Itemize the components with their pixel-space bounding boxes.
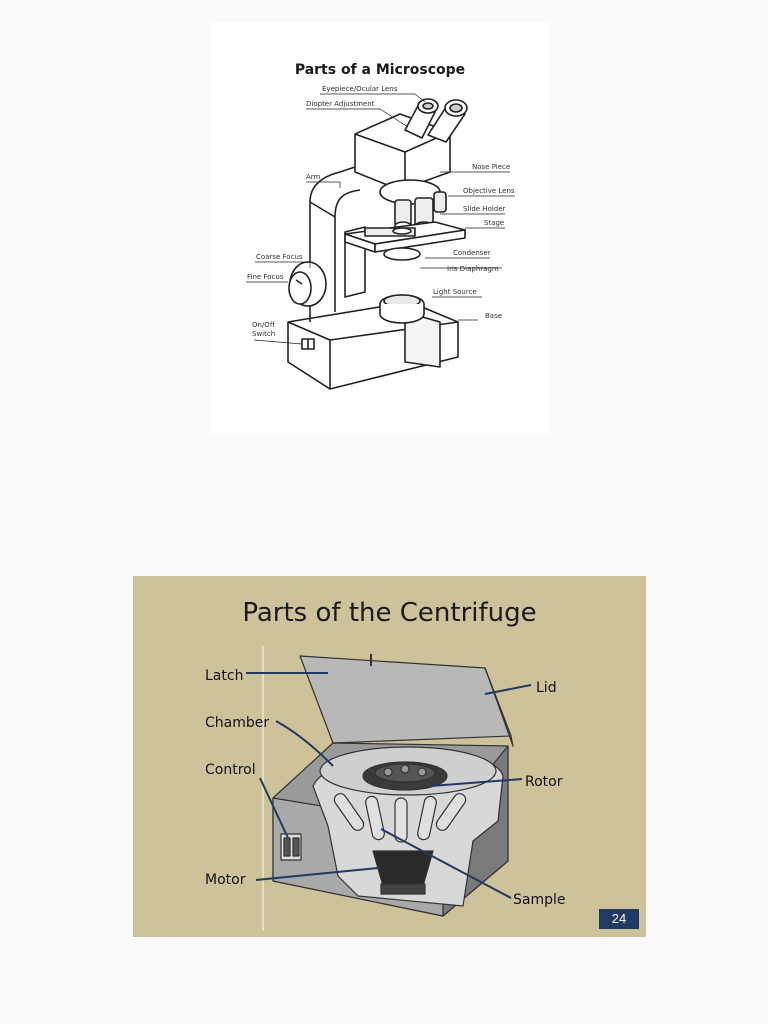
microscope-panel: Parts of a Microscope (210, 22, 550, 435)
centrifuge-panel: Parts of the Centrifuge (133, 576, 646, 937)
sample-label: Sample (513, 892, 566, 908)
base-label: Base (485, 312, 502, 320)
slide-holder-label: Slide Holder (463, 205, 506, 213)
rotor-label: Rotor (525, 774, 563, 790)
microscope-leader-lines (246, 93, 515, 345)
iris-diaphragm-label: Iris Diaphragm (447, 265, 499, 273)
switch-label-line1: On/Off (252, 321, 275, 329)
fine-focus-label: Fine Focus (247, 273, 284, 281)
centrifuge-drawing (272, 654, 514, 917)
control-label: Control (205, 762, 256, 778)
centrifuge-title: Parts of the Centrifuge (242, 598, 537, 628)
arm-label: Arm (306, 173, 321, 181)
lid-label: Lid (536, 680, 557, 696)
microscope-diagram: Eyepiece/Ocular Lens Diopter Adjustment … (246, 85, 515, 390)
latch-label: Latch (205, 668, 243, 684)
microscope-title: Parts of a Microscope (294, 62, 466, 78)
microscope-drawing (287, 98, 468, 390)
motor-label: Motor (205, 872, 246, 888)
light-source-label: Light Source (433, 288, 477, 296)
nose-piece-label: Nose Piece (472, 163, 510, 171)
coarse-focus-label: Coarse Focus (256, 253, 303, 261)
eyepiece-label: Eyepiece/Ocular Lens (322, 85, 398, 93)
chamber-label: Chamber (205, 715, 269, 731)
objective-lens-label: Objective Lens (463, 187, 515, 195)
switch-label-line2: Switch (252, 330, 275, 338)
centrifuge-leader-lines (246, 672, 532, 899)
diopter-adjustment-label: Diopter Adjustment (306, 100, 375, 108)
page-number-badge: 24 (599, 909, 639, 929)
stage-label: Stage (484, 219, 504, 227)
centrifuge-diagram: Latch Lid Chamber Control Rotor Motor Sa… (205, 646, 566, 931)
condenser-label: Condenser (453, 249, 491, 257)
